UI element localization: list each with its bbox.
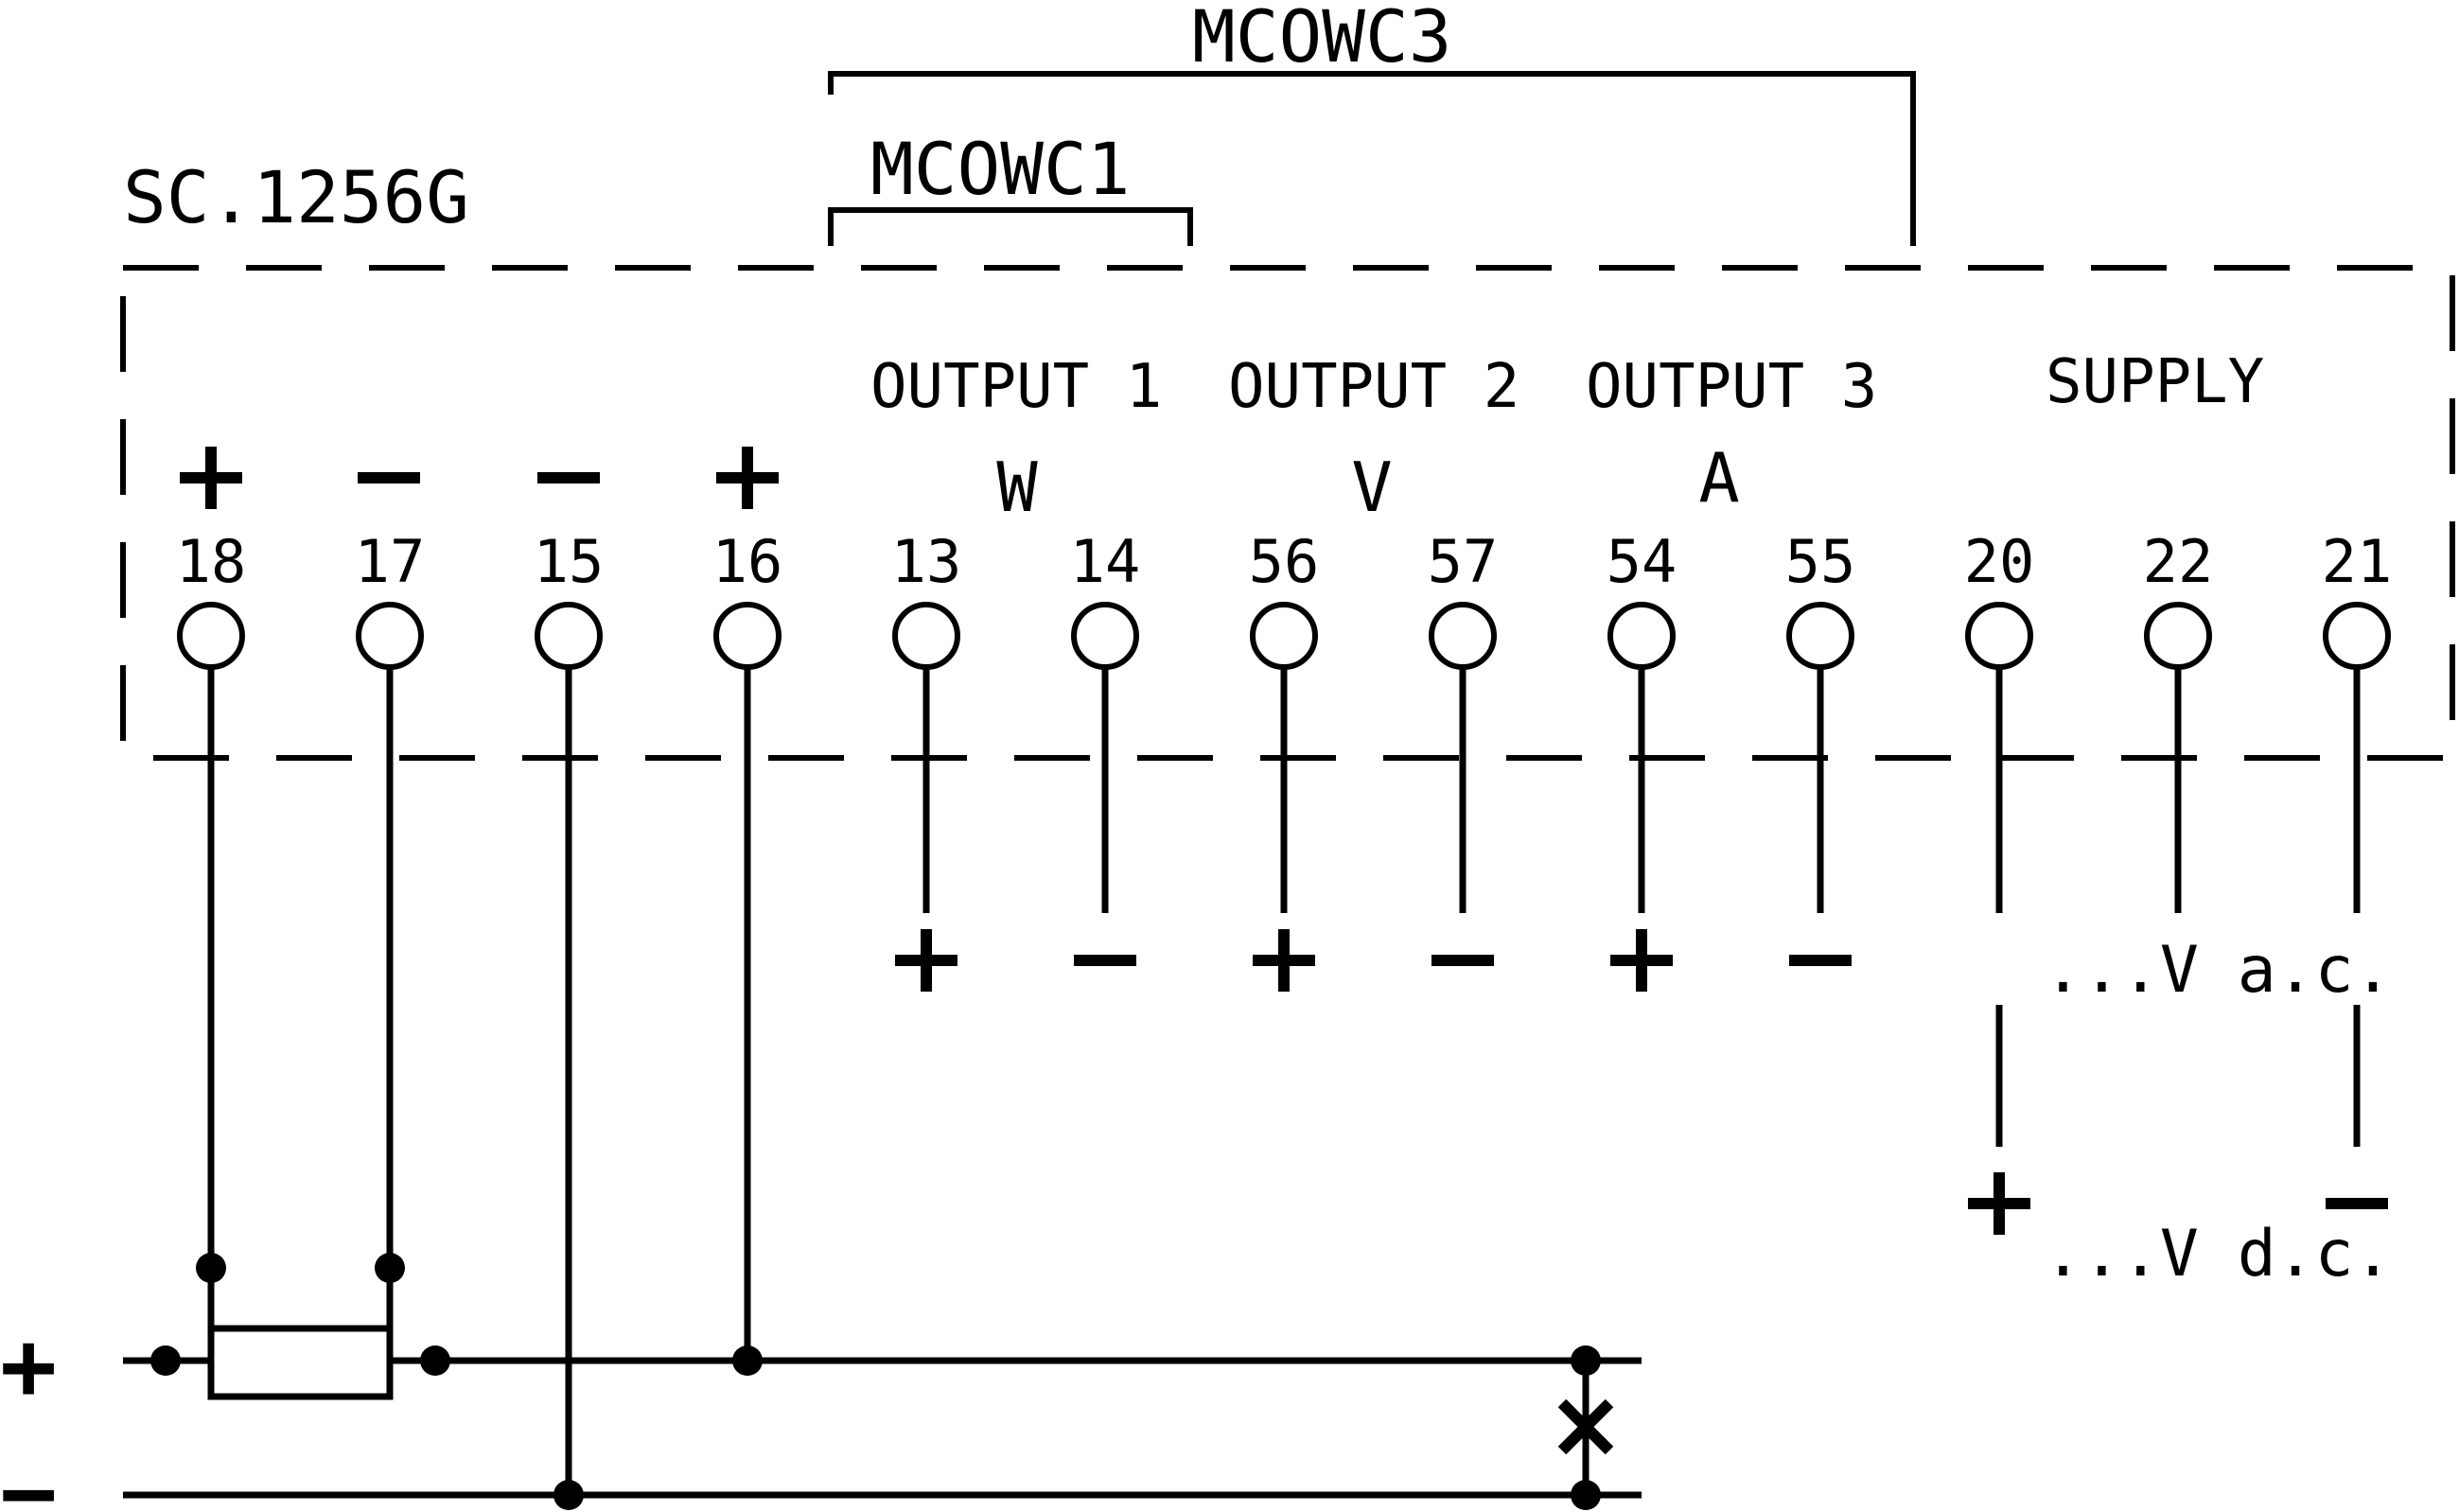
supply-dc-wiring: [1968, 1005, 2388, 1235]
supply-ac-note: ...V a.c.: [2044, 933, 2392, 1008]
terminal-number: 18: [176, 527, 247, 596]
shunt-resistor: [207, 1325, 394, 1400]
terminal-number: 16: [712, 527, 783, 596]
terminal-55: [1786, 602, 1854, 670]
terminal-number: 56: [1249, 527, 1320, 596]
terminal-number: 55: [1785, 527, 1856, 596]
terminal-21: [2323, 602, 2391, 670]
terminal-numbers: 18 17 15 16 13 14 56 57 54 55 20 22 21: [176, 527, 2393, 596]
terminal-15: [535, 602, 603, 670]
terminal-number: 22: [2143, 527, 2214, 596]
output1-label: OUTPUT 1: [870, 352, 1162, 422]
device-enclosure: [120, 265, 2455, 761]
terminals: [177, 602, 2391, 670]
terminal-22: [2144, 602, 2212, 670]
terminal-18: [177, 602, 245, 670]
terminal-wires: [207, 636, 2361, 1495]
bracket-inner-label: MCOWC1: [870, 127, 1131, 211]
terminal-14: [1071, 602, 1139, 670]
device-model-label: SC.1256G: [123, 155, 469, 239]
terminal-number: 15: [534, 527, 605, 596]
terminal-16: [713, 602, 782, 670]
output3-label: OUTPUT 3: [1586, 352, 1877, 422]
terminal-20: [1965, 602, 2033, 670]
terminal-13: [892, 602, 960, 670]
terminal-number: 21: [2322, 527, 2393, 596]
minus-line-label: −: [0, 1437, 57, 1512]
terminal-54: [1607, 602, 1676, 670]
terminal-number: 17: [355, 527, 426, 596]
plus-line-label: +: [0, 1310, 57, 1421]
bracket-inner: [828, 207, 1193, 246]
junction-dots: [150, 1253, 1601, 1510]
output2-unit: V: [1351, 448, 1392, 527]
supply-dc-note: ...V d.c.: [2044, 1217, 2392, 1292]
terminal-number: 13: [891, 527, 962, 596]
terminal-number: 57: [1428, 527, 1499, 596]
bracket-top-label: MCOWC3: [1192, 0, 1452, 79]
input-polarity-signs: [180, 447, 779, 509]
output1-unit: W: [996, 448, 1038, 527]
terminal-17: [356, 602, 424, 670]
terminal-number: 14: [1070, 527, 1141, 596]
terminal-number: 20: [1964, 527, 2035, 596]
output-polarity-signs: [895, 929, 1852, 992]
output3-unit: A: [1698, 438, 1739, 518]
supply-label: SUPPLY: [2046, 347, 2264, 417]
output2-label: OUTPUT 2: [1228, 352, 1519, 422]
terminal-56: [1250, 602, 1318, 670]
load-x-mark: [1557, 1398, 1614, 1455]
terminal-number: 54: [1607, 527, 1677, 596]
terminal-57: [1429, 602, 1497, 670]
